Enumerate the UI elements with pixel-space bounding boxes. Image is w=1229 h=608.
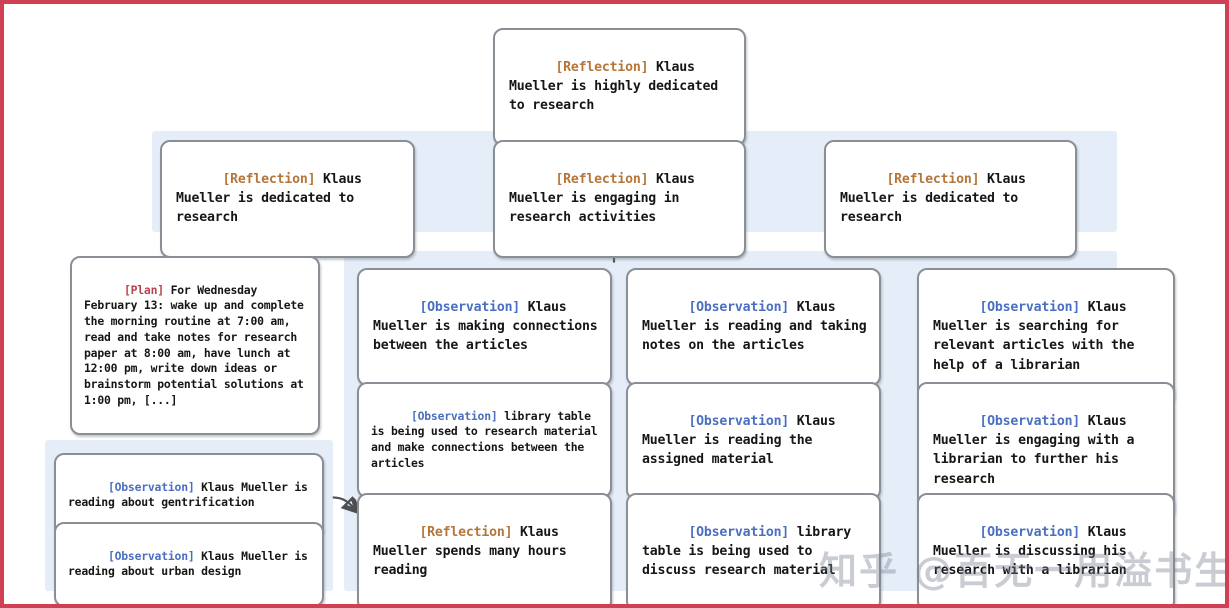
node-tag: [Observation] <box>979 300 1081 316</box>
node-text: library table is being used to discuss r… <box>642 525 859 579</box>
node-tag: [Observation] <box>979 525 1081 541</box>
node-text: Klaus Mueller is searching for relevant … <box>933 300 1142 373</box>
node-text: library table is being used to research … <box>371 408 605 470</box>
node-tag: [Reflection] <box>419 525 513 541</box>
node-text: Klaus Mueller is making connections betw… <box>373 300 606 354</box>
col1-node-2[interactable]: [Observation] library table is being use… <box>357 382 612 499</box>
node-tag: [Observation] <box>979 414 1081 430</box>
node-text: Klaus Mueller is reading about urban des… <box>68 548 315 579</box>
col2-node-3[interactable]: [Observation] library table is being use… <box>626 493 881 604</box>
node-tag: [Observation] <box>688 525 790 541</box>
node-tag: [Reflection] <box>555 60 649 76</box>
reflection-node-left[interactable]: [Reflection] Klaus Mueller is dedicated … <box>160 140 415 258</box>
left-observation-node-2[interactable]: [Observation] Klaus Mueller is reading a… <box>54 522 324 604</box>
plan-node[interactable]: [Plan] For Wednesday February 13: wake u… <box>70 256 320 436</box>
node-tag: [Observation] <box>688 300 790 316</box>
node-tag: [Observation] <box>107 479 195 494</box>
col3-node-3[interactable]: [Observation] Klaus Mueller is discussin… <box>917 493 1175 604</box>
node-text: Klaus Mueller is reading the assigned ma… <box>642 414 844 468</box>
node-tag: [Reflection] <box>555 172 649 188</box>
node-tag: [Observation] <box>688 414 790 430</box>
node-tag: [Plan] <box>123 282 164 297</box>
node-text: Klaus Mueller is reading about gentrific… <box>68 479 315 510</box>
node-text: Klaus Mueller is dedicated to research <box>840 172 1034 226</box>
root-reflection-node[interactable]: [Reflection] Klaus Mueller is highly ded… <box>493 28 746 146</box>
node-tag: [Observation] <box>410 408 498 423</box>
col1-node-3[interactable]: [Reflection] Klaus Mueller spends many h… <box>357 493 612 604</box>
node-text: Klaus Mueller is reading and taking note… <box>642 300 875 354</box>
node-text: Klaus Mueller is engaging with a librari… <box>933 414 1142 487</box>
node-text: Klaus Mueller is dedicated to research <box>176 172 370 226</box>
node-text: For Wednesday February 13: wake up and c… <box>84 282 311 407</box>
node-text: Klaus Mueller spends many hours reading <box>373 525 575 579</box>
node-tag: [Observation] <box>107 548 195 563</box>
node-tag: [Reflection] <box>886 172 980 188</box>
node-tag: [Reflection] <box>222 172 316 188</box>
node-text: Klaus Mueller is engaging in research ac… <box>509 172 703 226</box>
col2-node-1[interactable]: [Observation] Klaus Mueller is reading a… <box>626 268 881 386</box>
reflection-node-right[interactable]: [Reflection] Klaus Mueller is dedicated … <box>824 140 1077 258</box>
node-tag: [Observation] <box>419 300 521 316</box>
node-text: Klaus Mueller is highly dedicated to res… <box>509 60 726 114</box>
reflection-node-middle[interactable]: [Reflection] Klaus Mueller is engaging i… <box>493 140 746 258</box>
col2-node-2[interactable]: [Observation] Klaus Mueller is reading t… <box>626 382 881 500</box>
col1-node-1[interactable]: [Observation] Klaus Mueller is making co… <box>357 268 612 386</box>
node-text: Klaus Mueller is discussing his research… <box>933 525 1135 579</box>
